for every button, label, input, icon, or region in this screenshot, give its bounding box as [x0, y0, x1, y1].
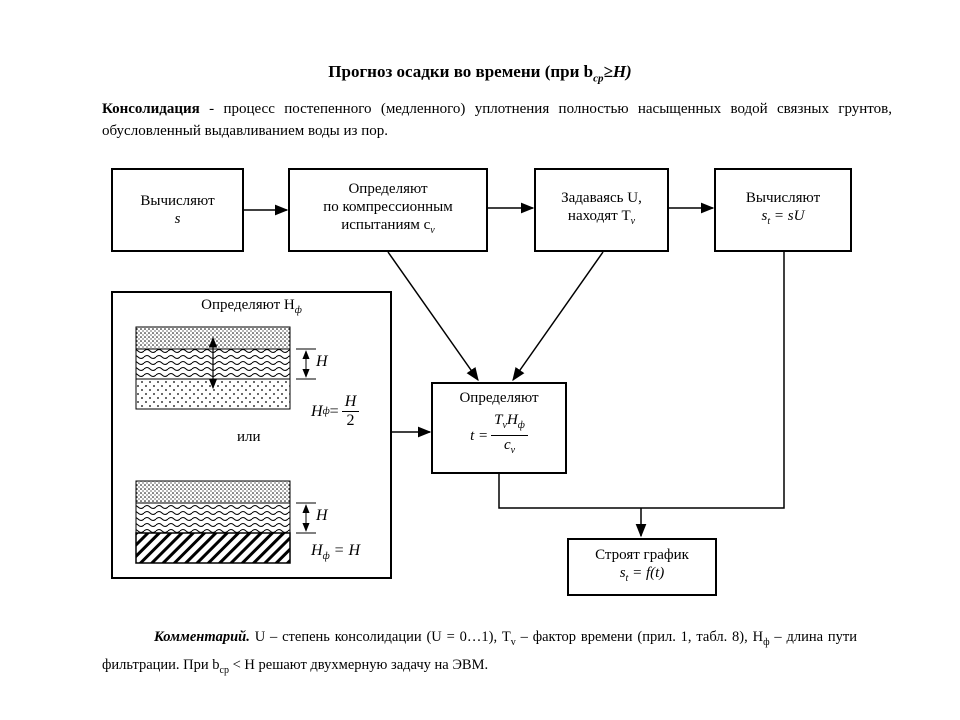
- definition-term: Консолидация: [102, 101, 200, 117]
- definition-paragraph: Консолидация - процесс постепенного (мед…: [102, 98, 892, 142]
- page-title: Прогноз осадки во времени (при bср≥H): [328, 62, 632, 85]
- formula-hf-equal: Hф = H: [311, 542, 361, 563]
- box-compute-st: Вычисляют st = sU: [714, 168, 852, 252]
- box2-line1: Определяют: [348, 181, 428, 197]
- comment-paragraph: Комментарий. U – степень консолидации (U…: [102, 629, 858, 676]
- definition-text: - процесс постепенного (медленного) упло…: [102, 101, 892, 139]
- box3-line1: Задаваясь U,: [561, 190, 642, 206]
- box6-line2: st = f(t): [619, 565, 665, 584]
- or-label: или: [237, 429, 261, 445]
- box-determine-t: Определяют t = TvHф cv: [431, 382, 567, 474]
- box4-line1: Вычисляют: [745, 190, 821, 206]
- soil-profile-1: [135, 326, 316, 410]
- box-compute-s: Вычисляют s: [111, 168, 244, 252]
- box4-line2: st = sU: [761, 208, 805, 227]
- soil-profile-2: [135, 480, 316, 564]
- box2-line3: испытаниям cv: [341, 217, 435, 236]
- formula-t: t = TvHф cv: [470, 411, 528, 460]
- box2-line2: по компрессионным: [323, 199, 453, 215]
- box-determine-cv: Определяют по компрессионным испытаниям …: [288, 168, 488, 252]
- connector-box4-merge: [641, 252, 785, 509]
- h-label-1: H: [316, 353, 328, 370]
- box-find-tv: Задаваясь U, находят Tv: [534, 168, 669, 252]
- box6-line1: Строят график: [595, 547, 689, 563]
- hf-title: Определяют Hф: [201, 297, 302, 316]
- comment-label: Комментарий.: [154, 629, 250, 645]
- box3-line2: находят Tv: [567, 208, 636, 227]
- arrow-box3-box5: [512, 251, 604, 382]
- box5-line1: Определяют: [459, 390, 539, 406]
- box-plot-graph: Строят график st = f(t): [567, 538, 717, 596]
- box1-line2: s: [174, 211, 181, 227]
- box1-line1: Вычисляют: [140, 193, 215, 209]
- arrow-box2-box5: [387, 251, 479, 382]
- h-label-2: H: [316, 507, 328, 524]
- connector-box5-merge: [498, 474, 641, 509]
